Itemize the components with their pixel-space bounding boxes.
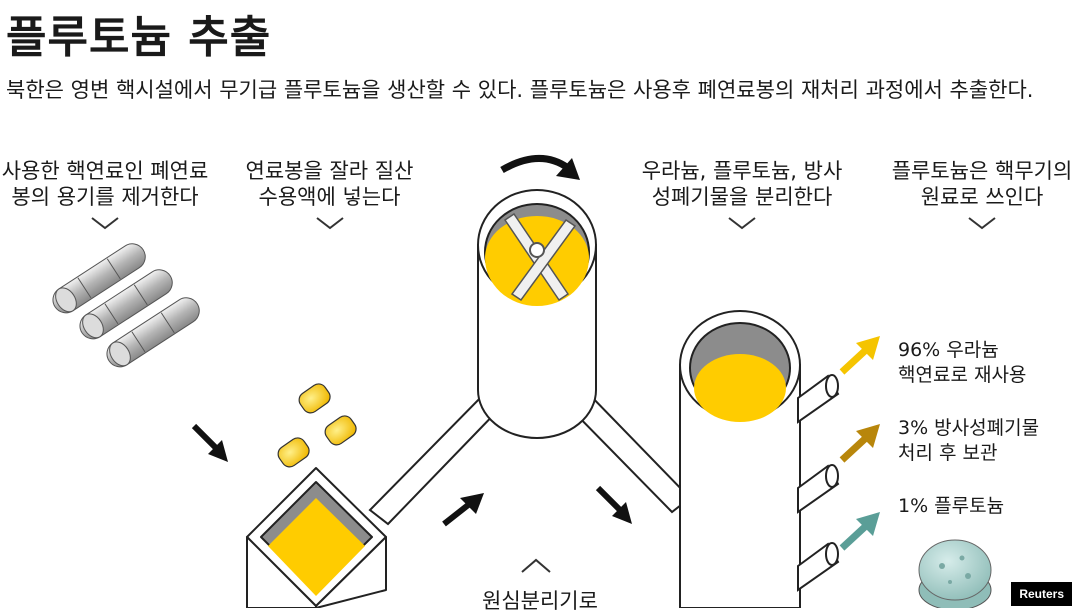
- chevron-down-icon: [91, 217, 119, 230]
- fuel-rods: [52, 243, 200, 368]
- output-waste-line1: 3% 방사성폐기물: [898, 417, 1040, 439]
- uranium-arrow-icon: [839, 336, 880, 375]
- step-2-label: 연료봉을 잘라 질산수용액에 넣는다: [242, 158, 417, 230]
- step-2-text: 연료봉을 잘라 질산수용액에 넣는다: [245, 159, 414, 209]
- arrow-up-right-icon: [442, 493, 484, 527]
- output-uranium: 96% 우라늄 핵연료로 재사용: [898, 338, 1026, 388]
- waste-arrow-icon: [839, 424, 880, 463]
- step-3-text: 우라늄, 플루토늄, 방사성폐기물을 분리한다: [641, 159, 843, 209]
- step-4-label: 플루토늄은 핵무기의 원료로 쓰인다: [886, 158, 1078, 230]
- plutonium-disc: [918, 539, 992, 608]
- chevron-down-icon: [315, 217, 344, 230]
- step-1-text: 사용한 핵연료인 폐연료봉의 용기를 제거한다: [1, 159, 209, 209]
- output-uranium-line2: 핵연료로 재사용: [898, 364, 1027, 386]
- step-4-text: 플루토늄은 핵무기의 원료로 쓰인다: [891, 159, 1073, 209]
- chevron-up-icon: [521, 558, 551, 573]
- step-1-label: 사용한 핵연료인 폐연료봉의 용기를 제거한다: [0, 158, 210, 230]
- output-uranium-line1: 96% 우라늄: [898, 339, 999, 361]
- credit-badge: Reuters: [1011, 582, 1072, 606]
- step-3-label: 우라늄, 플루토늄, 방사성폐기물을 분리한다: [636, 158, 848, 230]
- subtitle: 북한은 영변 핵시설에서 무기급 플루토늄을 생산할 수 있다. 플루토늄은 사…: [6, 78, 1034, 102]
- output-plutonium: 1% 플루토늄: [898, 494, 1004, 519]
- chevron-down-icon: [968, 217, 996, 230]
- rotation-arrow-icon: [500, 155, 580, 180]
- dissolver-box: [246, 467, 387, 608]
- arrow-down-right-icon: [595, 485, 632, 524]
- output-waste: 3% 방사성폐기물 처리 후 보관: [898, 416, 1039, 466]
- separator-column: [679, 310, 840, 608]
- output-waste-line2: 처리 후 보관: [898, 442, 998, 464]
- output-plutonium-line1: 1% 플루토늄: [898, 495, 1005, 517]
- arrow-down-right-icon: [191, 423, 228, 462]
- page-title: 플루토늄 추출: [6, 12, 272, 63]
- chevron-down-icon: [728, 217, 756, 230]
- plutonium-arrow-icon: [839, 512, 880, 551]
- centrifuge-label: 원심분리기로: [482, 589, 598, 613]
- centrifuge: [477, 189, 597, 439]
